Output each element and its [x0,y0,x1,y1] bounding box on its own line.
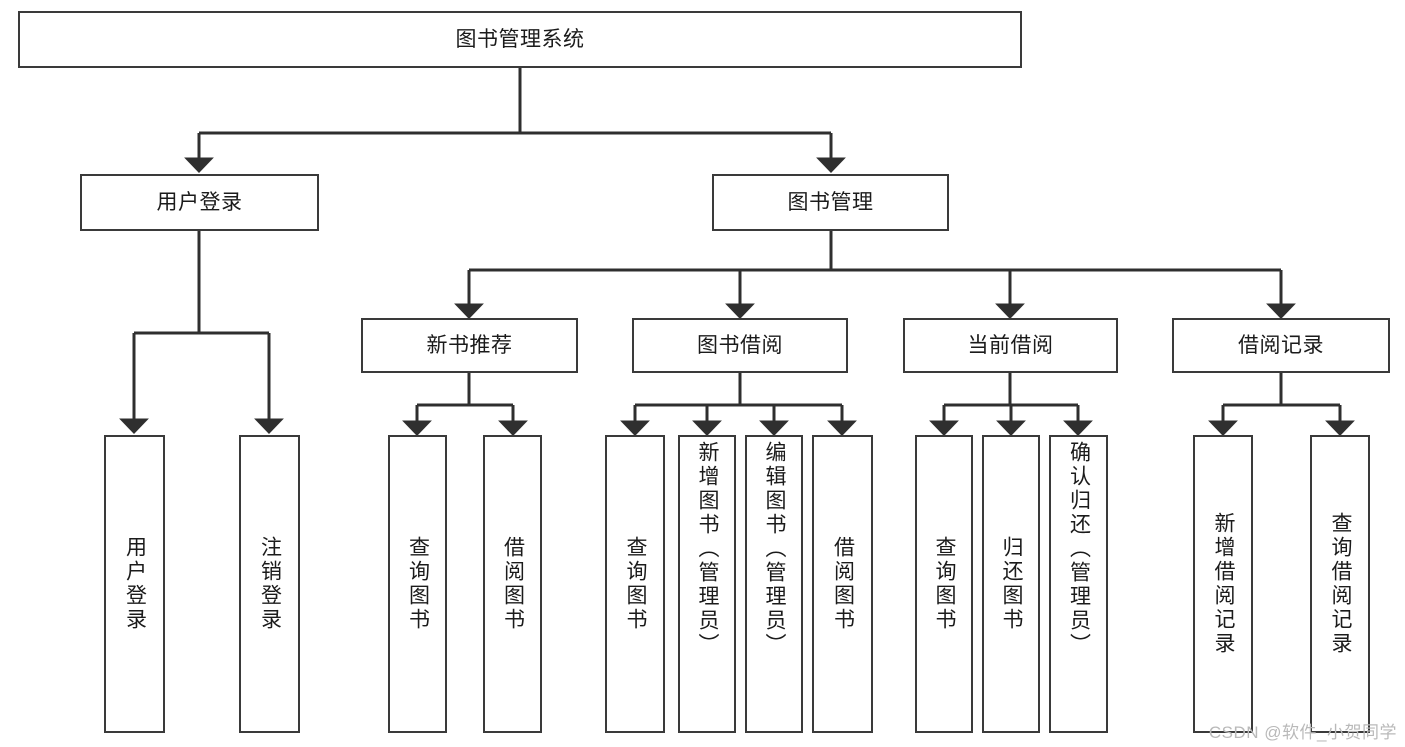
node-user-logout-label: 注销登录 [258,536,282,632]
node-return-book-label: 归还图书 [1000,536,1024,632]
node-current-borrow[interactable]: 当前借阅 [903,318,1118,373]
node-user-logout[interactable]: 注销登录 [239,435,300,733]
node-book-borrow-label: 图书借阅 [697,333,783,357]
node-add-borrow-record-label: 新增借阅记录 [1212,512,1236,656]
node-current-borrow-label: 当前借阅 [967,333,1054,357]
node-query-book-1[interactable]: 查询图书 [388,435,447,733]
node-borrow-record-label: 借阅记录 [1238,333,1324,357]
node-confirm-return-label: 确认归还（管理员） [1067,441,1091,657]
node-edit-book-label: 编辑图书（管理员） [763,441,787,657]
node-query-book-3[interactable]: 查询图书 [915,435,973,733]
node-query-book-1-label: 查询图书 [406,536,430,632]
node-query-book-2-label: 查询图书 [624,536,648,632]
node-borrow-book-1-label: 借阅图书 [501,536,525,632]
node-new-book-recommend-label: 新书推荐 [426,333,513,357]
node-borrow-record[interactable]: 借阅记录 [1172,318,1390,373]
node-add-borrow-record[interactable]: 新增借阅记录 [1193,435,1253,733]
node-book-manage[interactable]: 图书管理 [712,174,949,231]
node-book-manage-label: 图书管理 [787,190,874,214]
node-user-login-do[interactable]: 用户登录 [104,435,165,733]
node-query-book-3-label: 查询图书 [933,536,957,632]
node-add-book-label: 新增图书（管理员） [696,441,720,657]
node-book-borrow[interactable]: 图书借阅 [632,318,848,373]
node-user-login-label: 用户登录 [156,190,243,214]
node-query-book-2[interactable]: 查询图书 [605,435,665,733]
node-new-book-recommend[interactable]: 新书推荐 [361,318,578,373]
node-user-login-do-label: 用户登录 [123,536,147,632]
node-confirm-return[interactable]: 确认归还（管理员） [1049,435,1108,733]
node-return-book[interactable]: 归还图书 [982,435,1040,733]
node-borrow-book-1[interactable]: 借阅图书 [483,435,542,733]
node-root[interactable]: 图书管理系统 [18,11,1022,68]
node-root-label: 图书管理系统 [455,27,585,51]
node-query-borrow-record-label: 查询借阅记录 [1329,512,1353,656]
node-borrow-book-2-label: 借阅图书 [831,536,855,632]
node-add-book[interactable]: 新增图书（管理员） [678,435,736,733]
node-query-borrow-record[interactable]: 查询借阅记录 [1310,435,1370,733]
node-user-login[interactable]: 用户登录 [80,174,319,231]
node-borrow-book-2[interactable]: 借阅图书 [812,435,873,733]
node-edit-book[interactable]: 编辑图书（管理员） [745,435,803,733]
